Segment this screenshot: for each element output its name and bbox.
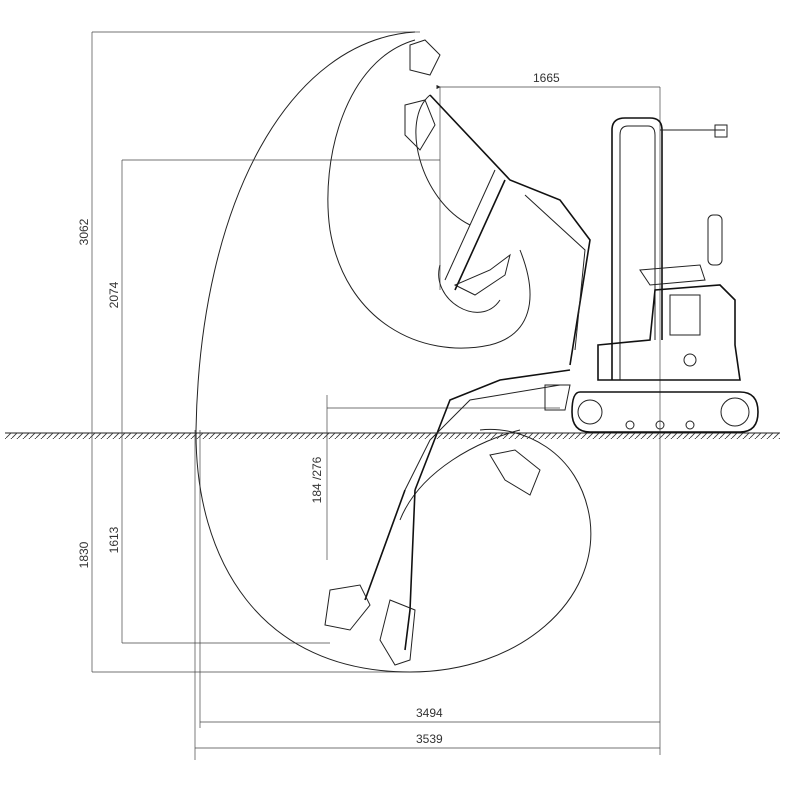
- ground-line: [5, 432, 780, 439]
- working-envelope: [195, 31, 592, 673]
- excavator-machine: [544, 117, 759, 433]
- dim-184-276: 184 /276: [310, 456, 324, 503]
- dim-3539: 3539: [416, 732, 443, 746]
- dim-2074: 2074: [107, 281, 121, 308]
- dim-3062: 3062: [77, 218, 91, 245]
- boom-arm-upper: [404, 39, 591, 366]
- boom-arm-lower: [324, 369, 571, 666]
- dim-1830: 1830: [77, 541, 91, 568]
- dim-1665: 1665: [533, 71, 560, 85]
- dimension-lines: [91, 31, 661, 760]
- dim-3494: 3494: [416, 706, 443, 720]
- dim-1613: 1613: [107, 526, 121, 553]
